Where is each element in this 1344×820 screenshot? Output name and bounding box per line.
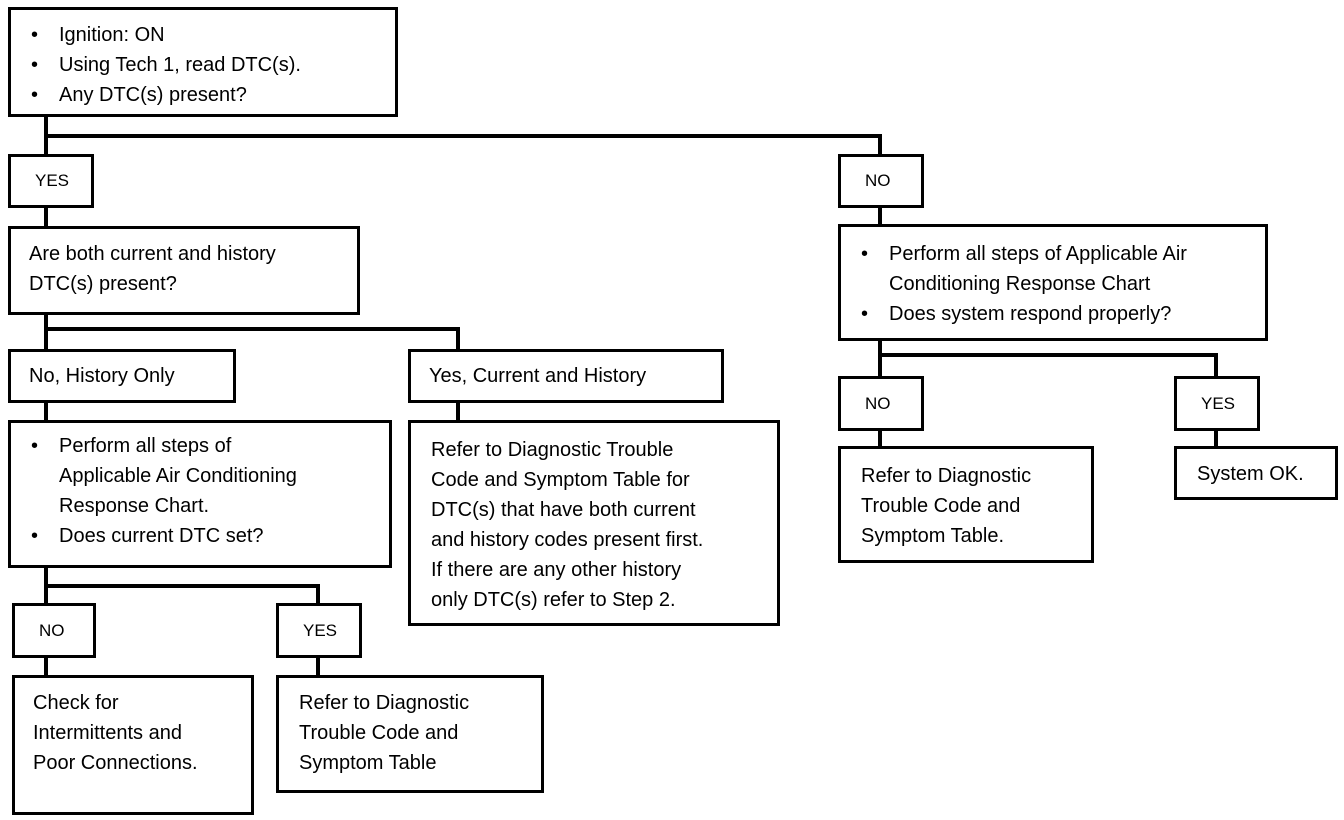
connector-question-split	[44, 314, 460, 349]
refer-dtc-table-result: Refer to Diagnostic Trouble Code and Sym…	[276, 675, 544, 793]
start-item: Any DTC(s) present?	[25, 80, 381, 110]
response-chart-steps: Perform all steps of Applicable Air Cond…	[838, 224, 1268, 341]
history-only-label: No, History Only	[8, 349, 236, 403]
step-item: Perform all steps of Applicable Air Cond…	[25, 431, 375, 521]
yes-label-response: YES	[1174, 376, 1260, 431]
history-only-steps: Perform all steps of Applicable Air Cond…	[8, 420, 392, 568]
start-box: Ignition: ON Using Tech 1, read DTC(s). …	[8, 7, 398, 117]
connector-right-split	[878, 340, 1218, 376]
question-line: DTC(s) present?	[29, 273, 177, 295]
step-item: Does current DTC set?	[25, 521, 375, 551]
no-label: NO	[838, 154, 924, 208]
step-item: Does system respond properly?	[855, 299, 1251, 329]
start-item: Using Tech 1, read DTC(s).	[25, 50, 381, 80]
start-item: Ignition: ON	[25, 20, 381, 50]
yes-label-history: YES	[276, 603, 362, 658]
refer-dtc-table-result-right: Refer to Diagnostic Trouble Code and Sym…	[838, 446, 1094, 563]
check-intermittents-result: Check for Intermittents and Poor Connect…	[12, 675, 254, 815]
system-ok-result: System OK.	[1174, 446, 1338, 500]
question-line: Are both current and history	[29, 243, 276, 265]
current-history-question: Are both current and history DTC(s) pres…	[8, 226, 360, 315]
yes-label: YES	[8, 154, 94, 208]
no-label-history: NO	[12, 603, 96, 658]
connector-steps-split	[44, 567, 320, 603]
current-and-history-label: Yes, Current and History	[408, 349, 724, 403]
step-item: Perform all steps of Applicable Air Cond…	[855, 239, 1251, 299]
current-and-history-result: Refer to Diagnostic Trouble Code and Sym…	[408, 420, 780, 626]
no-label-response: NO	[838, 376, 924, 431]
connector-start-split	[44, 116, 882, 154]
